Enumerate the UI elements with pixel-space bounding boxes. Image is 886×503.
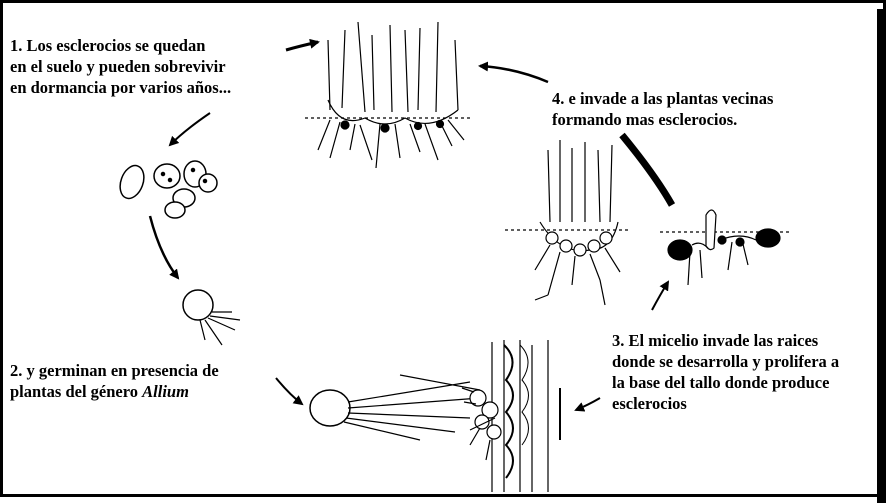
germinating-sclerotium (183, 290, 240, 345)
dormant-bulbs-in-soil (305, 22, 470, 168)
root-infection-illustration (310, 340, 560, 492)
cycle-arrows (150, 42, 672, 410)
neighbor-plants-with-sclerotia (660, 210, 790, 285)
sclerotia-group (116, 161, 217, 218)
infected-bulb-base (505, 140, 630, 305)
